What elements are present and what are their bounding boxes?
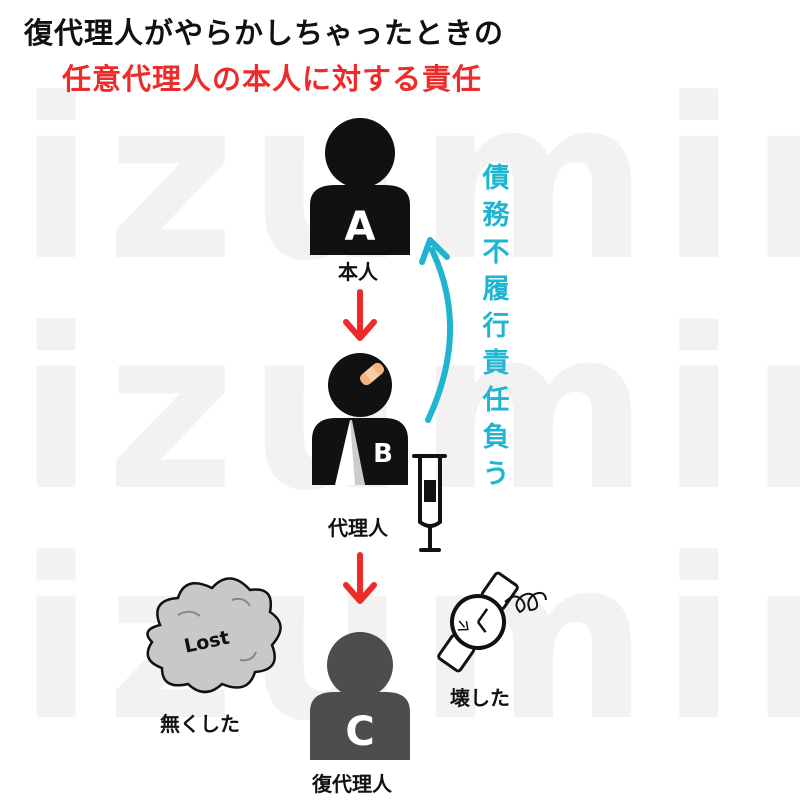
person-a-letter: A [345,204,376,250]
red-arrow-bc [343,552,377,604]
cloud-icon: Lost [146,577,282,694]
person-b-icon: B [312,353,408,485]
person-c-icon: C [310,632,410,760]
broken-label: 壊した [450,686,510,710]
lost-label: 無くした [160,712,240,736]
title-line-1: 復代理人がやらかしちゃったときの [24,16,505,50]
liability-label: 債務不履行責任負う [482,163,510,490]
person-a-label: 本人 [338,260,378,284]
watermark-text: izumin [18,282,800,540]
blue-arrow-ba [419,237,453,423]
red-arrow-ab [343,289,377,341]
person-b-label: 代理人 [328,516,388,540]
title-line-2: 任意代理人の本人に対する責任 [62,62,483,96]
crutch-icon [412,454,447,552]
broken-watch-icon [437,571,547,673]
person-c-label: 復代理人 [312,772,392,796]
person-a-icon: A [310,118,410,255]
bandage-icon [358,361,386,387]
person-b-letter: B [373,439,393,469]
person-c-letter: C [345,709,374,755]
